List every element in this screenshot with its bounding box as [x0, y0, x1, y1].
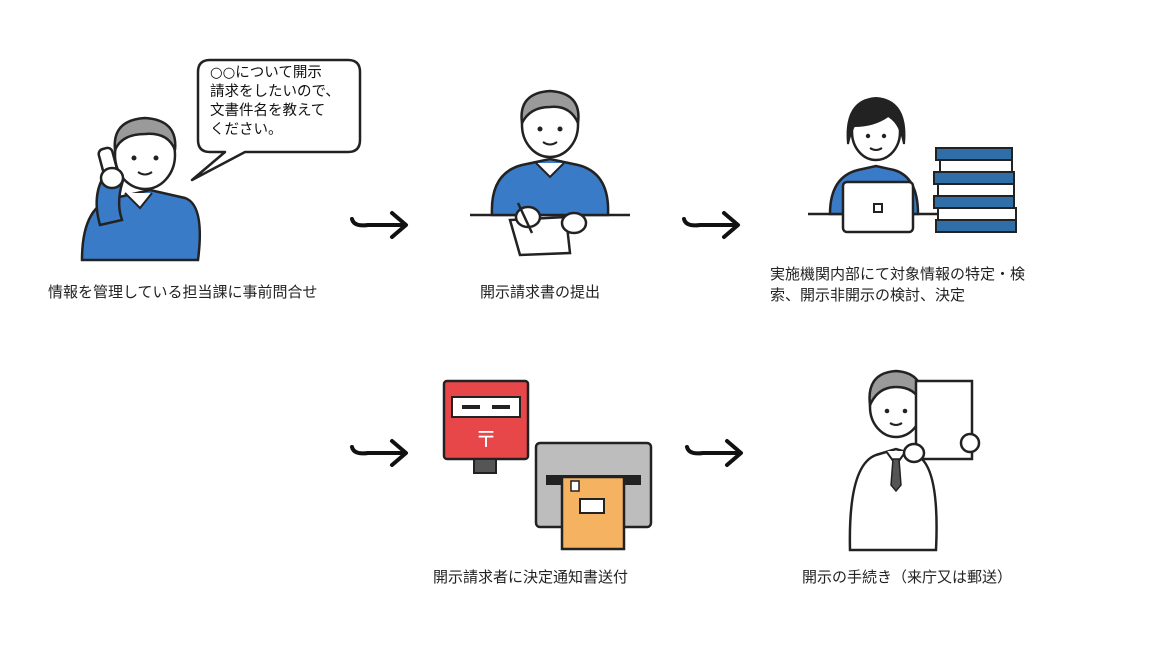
arrow-right-icon [350, 439, 408, 467]
arrow-right-icon [682, 211, 740, 239]
step-caption-inquiry: 情報を管理している担当課に事前問合せ [48, 283, 318, 301]
speech-bubble-line: 文書件名を教えて [210, 103, 326, 119]
speech-bubble-line: ください。 [210, 122, 283, 138]
step-caption-send-notice: 開示請求者に決定通知書送付 [433, 568, 629, 586]
arrow-right-icon [350, 211, 408, 239]
speech-bubble-line: ○○について開示 [210, 65, 322, 81]
caller-on-phone-illustration [80, 58, 362, 262]
speech-bubble-line: 請求をしたいので、 [210, 84, 340, 100]
step-caption-internal-review: 実施機関内部にて対象情報の特定・検 索、開示非開示の検討、決定 [770, 264, 1025, 306]
staff-reviewing-documents-illustration [808, 96, 1017, 234]
step-caption-submit-request: 開示請求書の提出 [480, 283, 601, 301]
step-caption-line: 実施機関内部にて対象情報の特定・検 [770, 265, 1026, 283]
svg-text:〒: 〒 [475, 428, 497, 453]
speech-bubble-shape [190, 58, 362, 182]
arrow-right-icon [685, 439, 743, 467]
step-caption-disclosure-procedure: 開示の手続き（来庁又は郵送） [802, 568, 1013, 586]
man-holding-document-illustration [848, 369, 981, 552]
person-writing-request-illustration [470, 89, 630, 257]
step-caption-line: 索、開示非開示の検討、決定 [770, 286, 966, 304]
speech-bubble-text: ○○について開示 請求をしたいので、 文書件名を教えて ください。 [210, 64, 360, 140]
postbox-and-mail-illustration: 〒 [442, 379, 653, 551]
